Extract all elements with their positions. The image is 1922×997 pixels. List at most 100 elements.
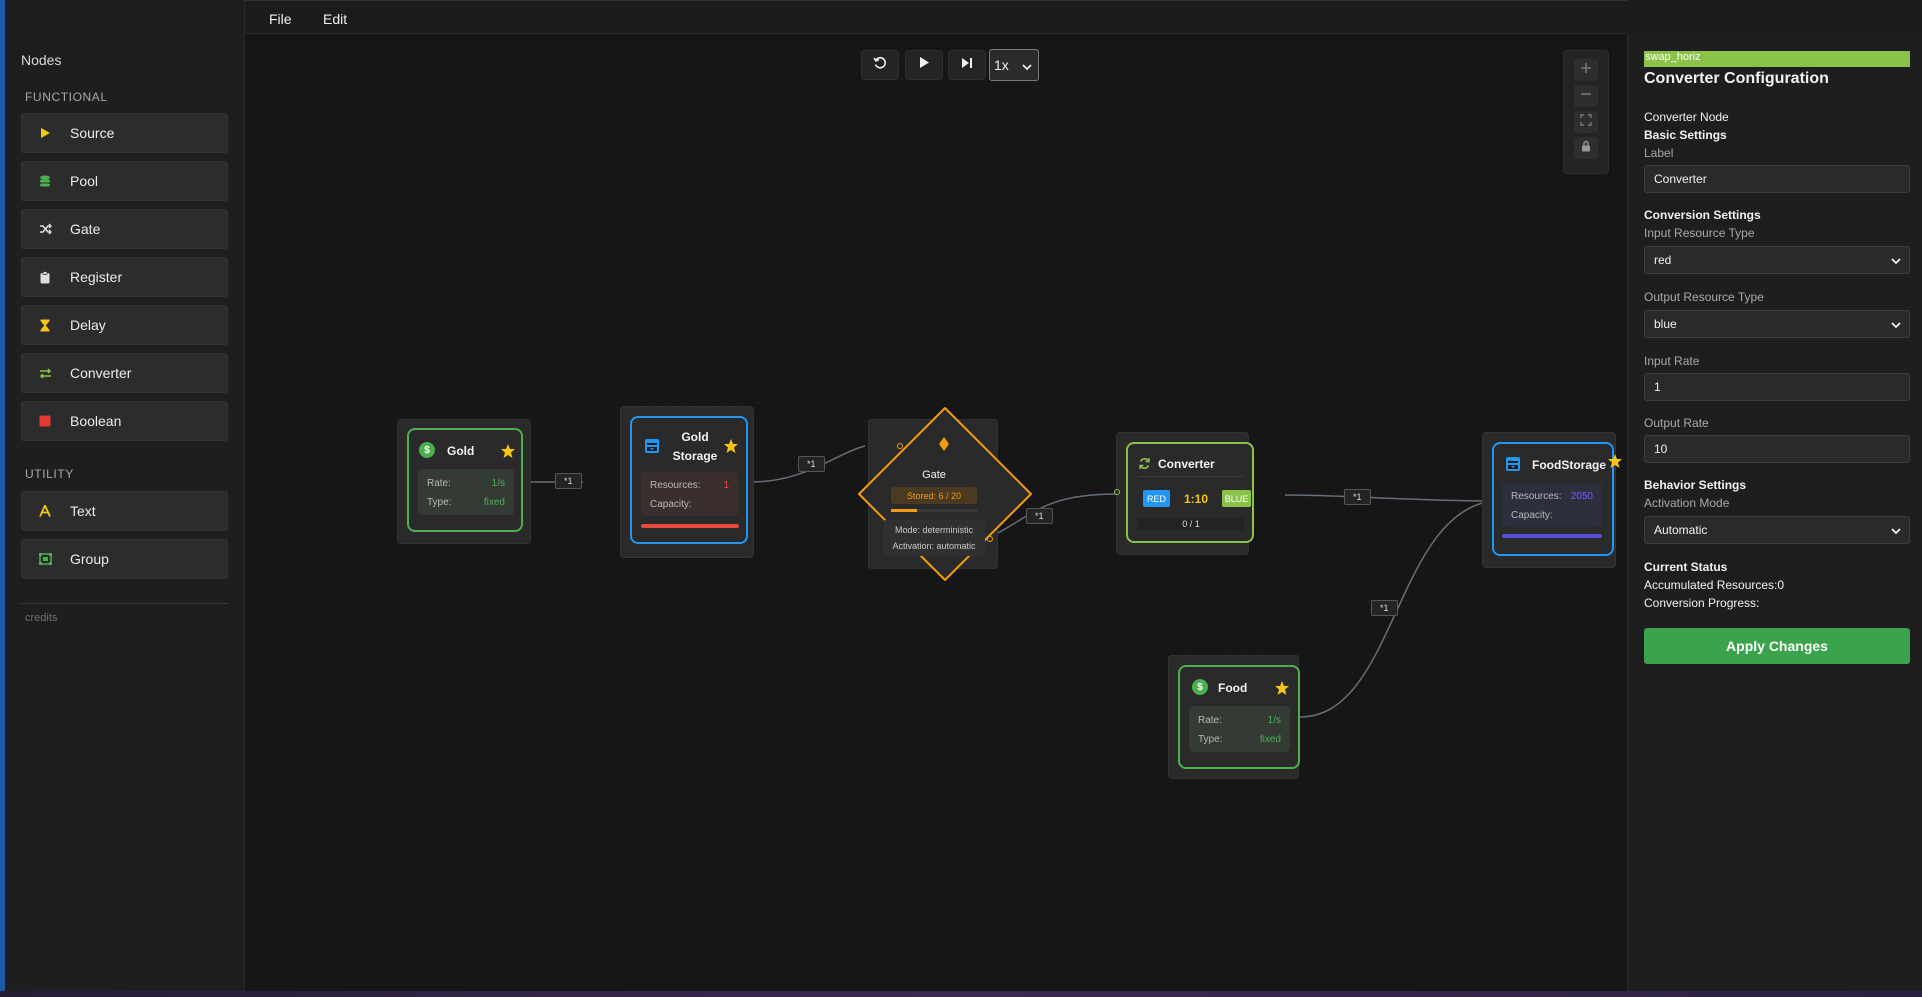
converter-progress: 0 / 1 — [1138, 518, 1244, 530]
panel-title: Converter Configuration — [1644, 70, 1829, 87]
palette-item-group[interactable]: Group — [21, 539, 228, 579]
output-rate-input[interactable]: 10 — [1644, 435, 1910, 463]
skip-next-icon — [961, 56, 973, 74]
menu-file[interactable]: File — [269, 11, 292, 27]
gate-output-handle[interactable] — [987, 536, 993, 542]
output-type-label: Output Resource Type — [1644, 290, 1764, 304]
edge-label[interactable]: *1 — [1371, 600, 1398, 616]
dollar-icon: $ — [419, 442, 435, 458]
source-node-card[interactable]: $ Gold Rate:1/s Type:fixed — [407, 428, 523, 532]
palette-item-label: Converter — [70, 365, 132, 381]
storage-icon — [1505, 456, 1521, 477]
edge-label[interactable]: *1 — [555, 473, 582, 489]
step-button[interactable] — [948, 50, 986, 80]
reset-button[interactable] — [861, 50, 899, 80]
resources-label: Resources: — [650, 480, 701, 491]
converter-output-badge: BLUE — [1222, 490, 1251, 507]
conversion-settings-heading: Conversion Settings — [1644, 208, 1761, 222]
diamond-icon — [938, 436, 950, 457]
gate-info-box: Mode: deterministic Activation: automati… — [883, 520, 985, 556]
gate-fill-bar — [891, 509, 917, 512]
output-type-select[interactable]: blue — [1644, 310, 1910, 338]
palette-item-source[interactable]: Source — [21, 113, 228, 153]
input-type-select[interactable]: red — [1644, 246, 1910, 274]
palette-item-gate[interactable]: Gate — [21, 209, 228, 249]
capacity-label: Capacity: — [650, 499, 692, 510]
input-rate-input[interactable]: 1 — [1644, 373, 1910, 401]
edge-converter-to-foodstorage — [1284, 494, 1493, 502]
lock-button[interactable] — [1574, 137, 1598, 159]
rate-value: 1/s — [491, 478, 505, 489]
play-icon — [918, 56, 930, 74]
rate-label: Rate: — [427, 478, 451, 489]
palette-item-label: Text — [70, 503, 96, 519]
square-icon — [37, 413, 53, 429]
chevron-down-icon — [1022, 59, 1032, 75]
converter-node[interactable]: Converter RED 1:10 BLUE 0 / 1 — [1114, 432, 1254, 555]
palette-item-label: Gate — [70, 221, 101, 237]
source-node-food[interactable]: $ Food Rate:1/s Type:fixed — [1168, 655, 1300, 779]
capacity-bar — [1502, 534, 1602, 538]
palette-item-pool[interactable]: Pool — [21, 161, 228, 201]
zoom-controls — [1563, 50, 1609, 174]
apply-changes-button[interactable]: Apply Changes — [1644, 628, 1910, 664]
converter-input-badge: RED — [1143, 490, 1170, 507]
zoom-in-button[interactable] — [1574, 59, 1598, 81]
config-panel: swap_horiz Converter Configuration Conve… — [1627, 34, 1922, 991]
resources-label: Resources: — [1511, 491, 1562, 502]
label-input[interactable]: Converter — [1644, 165, 1910, 193]
palette-item-register[interactable]: Register — [21, 257, 228, 297]
edge-label[interactable]: *1 — [1026, 508, 1053, 524]
sidebar-title: Nodes — [21, 52, 62, 68]
activation-mode-select[interactable]: Automatic — [1644, 516, 1910, 544]
converter-node-card[interactable]: Converter RED 1:10 BLUE 0 / 1 — [1126, 442, 1254, 543]
type-label: Type: — [427, 497, 452, 508]
functional-section-label: FUNCTIONAL — [25, 90, 108, 104]
play-button[interactable] — [905, 50, 943, 80]
star-icon — [724, 439, 738, 453]
gate-input-handle[interactable] — [897, 443, 903, 449]
utility-section-label: UTILITY — [25, 467, 74, 481]
edge-label[interactable]: *1 — [1344, 489, 1371, 505]
pool-node-card[interactable]: FoodStorage Resources:2050 Capacity: — [1492, 442, 1614, 556]
gate-activation-text: Activation: automatic — [892, 541, 976, 551]
pool-node-food-storage[interactable]: FoodStorage Resources:2050 Capacity: — [1482, 432, 1622, 568]
source-node-gold[interactable]: $ Gold Rate:1/s Type:fixed — [397, 419, 531, 544]
speed-value: 1x — [994, 57, 1009, 73]
sidebar-divider — [21, 603, 228, 604]
pool-node-gold-storage[interactable]: Gold Storage Resources:1 Capacity: — [620, 406, 754, 558]
flow-canvas[interactable]: 1x *1 *1 *1 *1 *1 $ Gold Rate:1/s Type:f… — [245, 34, 1627, 991]
fit-view-button[interactable] — [1574, 111, 1598, 133]
conversion-progress-text: Conversion Progress: — [1644, 596, 1760, 610]
source-node-card[interactable]: $ Food Rate:1/s Type:fixed — [1178, 665, 1300, 769]
clipboard-icon — [37, 269, 53, 285]
gate-node[interactable]: Gate Stored: 6 / 20 Mode: deterministic … — [858, 407, 1032, 581]
swap-horiz-icon: swap_horiz — [1644, 51, 1910, 67]
chevron-down-icon — [1891, 255, 1901, 269]
pool-node-card[interactable]: Gold Storage Resources:1 Capacity: — [630, 416, 748, 544]
play-icon — [37, 125, 53, 141]
resources-value: 1 — [723, 480, 729, 491]
node-palette-sidebar: Nodes FUNCTIONAL Source Pool Gate Regist… — [0, 0, 245, 991]
palette-item-boolean[interactable]: Boolean — [21, 401, 228, 441]
taskbar-strip — [0, 991, 1922, 997]
label-input-value: Converter — [1654, 172, 1707, 186]
output-rate-label: Output Rate — [1644, 416, 1709, 430]
menu-bar: File Edit — [245, 0, 1627, 34]
gate-mode-text: Mode: deterministic — [894, 525, 974, 535]
palette-item-text[interactable]: Text — [21, 491, 228, 531]
output-rate-value: 10 — [1654, 442, 1668, 456]
palette-item-converter[interactable]: Converter — [21, 353, 228, 393]
credits-link[interactable]: credits — [25, 612, 58, 624]
input-rate-value: 1 — [1654, 380, 1661, 394]
menu-edit[interactable]: Edit — [323, 11, 348, 27]
node-info-box: Resources: 1 Capacity: — [641, 472, 738, 516]
zoom-out-button[interactable] — [1574, 85, 1598, 107]
edge-label[interactable]: *1 — [798, 456, 825, 472]
speed-select[interactable]: 1x — [989, 49, 1039, 81]
node-title: Gold — [447, 444, 475, 458]
palette-item-delay[interactable]: Delay — [21, 305, 228, 345]
star-icon — [1275, 681, 1289, 695]
star-icon — [501, 444, 515, 458]
converter-input-handle[interactable] — [1114, 489, 1120, 495]
